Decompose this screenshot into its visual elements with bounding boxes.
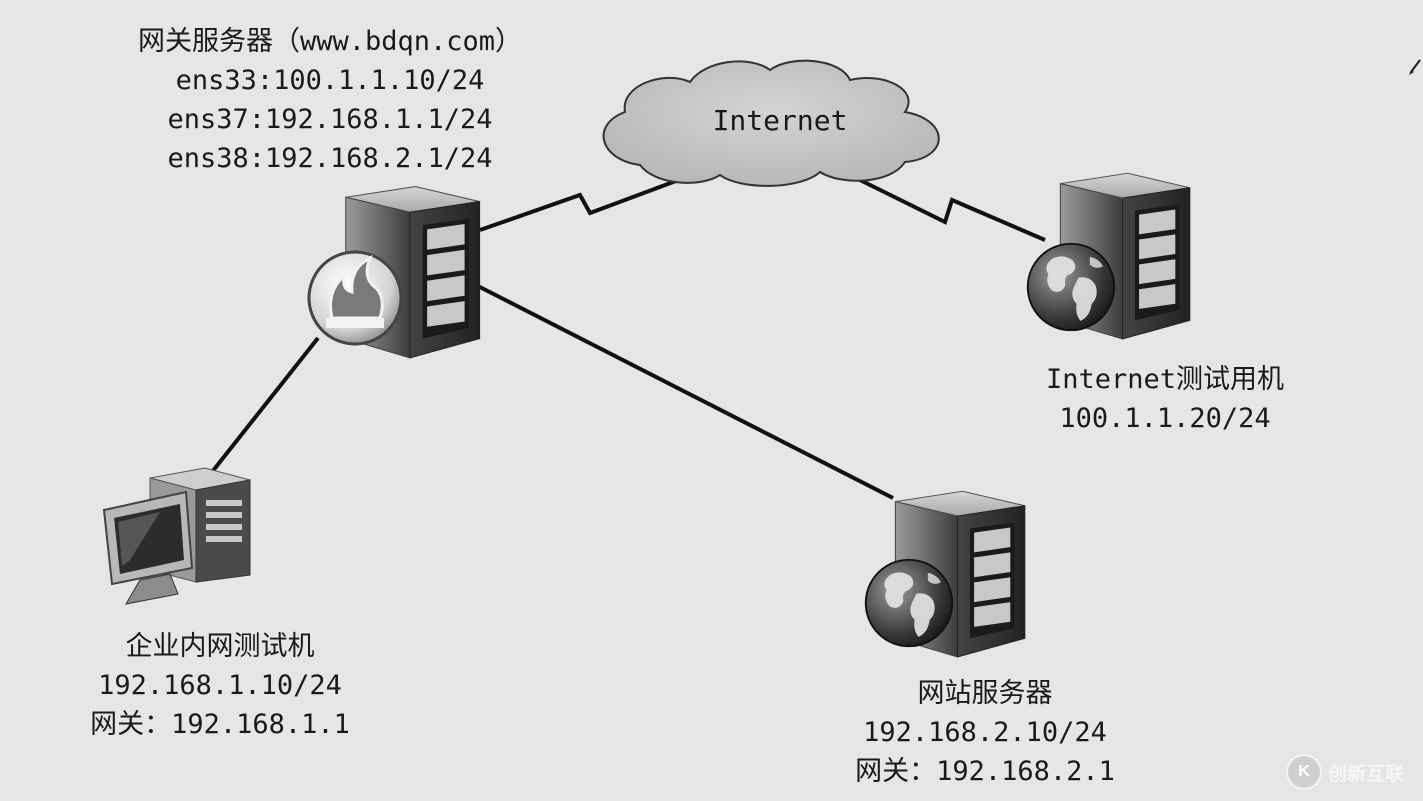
webserver-globe-server-icon xyxy=(864,490,1026,658)
globe-server-icon xyxy=(1026,172,1191,340)
link-gateway-internet xyxy=(479,170,701,232)
client-gateway: 网关：192.168.1.1 xyxy=(90,709,350,740)
web-server-label: 网站服务器 192.168.2.10/24 网关：192.168.2.1 xyxy=(830,674,1140,791)
internet-host-label: Internet测试用机 100.1.1.20/24 xyxy=(1010,360,1320,438)
web-server-gateway: 网关：192.168.2.1 xyxy=(855,756,1115,787)
client-title: 企业内网测试机 xyxy=(125,631,315,662)
client-ip: 192.168.1.10/24 xyxy=(98,670,342,701)
gateway-title: 网关服务器（www.bdqn.com） xyxy=(137,26,523,57)
watermark-text: 创新互联 xyxy=(1328,762,1405,785)
client-label: 企业内网测试机 192.168.1.10/24 网关：192.168.1.1 xyxy=(60,627,380,744)
pen-icon xyxy=(1409,59,1421,75)
internet-host-ip: 100.1.1.20/24 xyxy=(1059,403,1271,434)
gateway-ens33: ens33:100.1.1.10/24 xyxy=(175,65,485,96)
web-server-title: 网站服务器 xyxy=(917,678,1053,709)
gateway-ens38: ens38:192.168.2.1/24 xyxy=(167,143,493,174)
link-gateway-webserver xyxy=(469,280,894,500)
cloud-icon xyxy=(602,59,940,187)
gateway-ens37: ens37:192.168.1.1/24 xyxy=(167,104,493,135)
web-server-ip: 192.168.2.10/24 xyxy=(863,717,1107,748)
desktop-computer-icon xyxy=(102,467,251,605)
internet-host-title: Internet测试用机 xyxy=(1045,364,1285,395)
gateway-label: 网关服务器（www.bdqn.com） ens33:100.1.1.10/24 … xyxy=(110,22,550,178)
firewall-server-icon xyxy=(307,186,481,359)
internet-cloud-label: Internet xyxy=(712,104,848,137)
watermark-logo-icon: K xyxy=(1286,754,1322,790)
link-gateway-client xyxy=(210,336,320,474)
link-internet-host xyxy=(859,178,1046,242)
watermark: K 创新互联 xyxy=(1286,752,1416,792)
